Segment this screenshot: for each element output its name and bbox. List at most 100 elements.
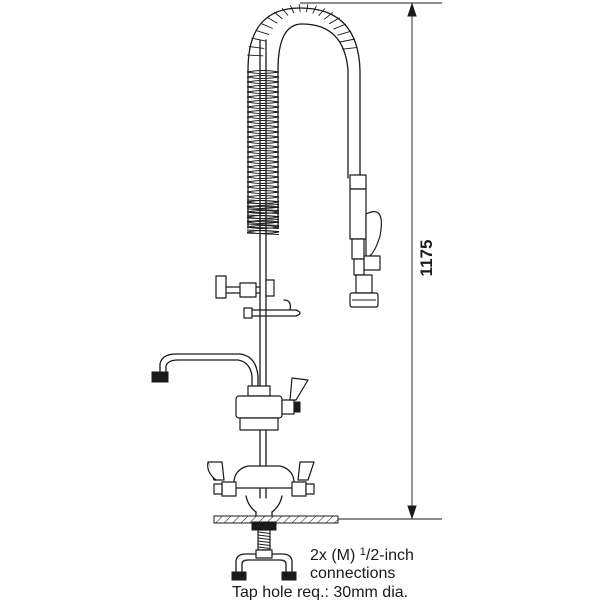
coil-turn — [246, 160, 280, 164]
coil-turn — [246, 211, 280, 214]
arrow-up-icon — [407, 2, 417, 17]
arrow-down-icon — [407, 505, 417, 520]
bracket-clamp — [239, 282, 257, 298]
coil-turn — [246, 115, 280, 119]
coil-turn — [246, 202, 280, 205]
wall-bracket — [215, 275, 275, 299]
coil-turn — [246, 210, 280, 214]
coil-turn — [246, 226, 280, 229]
coil-turn — [246, 229, 280, 232]
left-lever-handle — [207, 461, 225, 481]
left-valve-cap — [213, 483, 223, 495]
wall-bracket-plate — [215, 275, 227, 299]
thread-line — [257, 534, 271, 537]
coil-turn — [246, 195, 280, 199]
mixer-body — [233, 465, 295, 489]
coil-turn — [306, 4, 309, 13]
bridge-tee — [255, 549, 273, 559]
coil-turn — [246, 220, 280, 223]
coil-turn — [246, 125, 280, 129]
coil-turn — [323, 12, 333, 20]
coil-turn — [246, 205, 280, 208]
coil-turn — [246, 170, 280, 174]
coil-turn — [333, 23, 347, 30]
coil-turn — [328, 17, 340, 25]
coil-turn — [246, 150, 280, 154]
thread-line — [257, 531, 271, 534]
swing-spout — [151, 353, 309, 431]
height-label: 1175 — [417, 240, 436, 277]
tailpiece — [231, 521, 297, 581]
coil-turn — [246, 232, 280, 235]
coil-turn — [260, 22, 273, 29]
mixing-valve-body — [235, 395, 283, 419]
coil-turn — [246, 208, 280, 211]
coil-turn — [312, 5, 317, 14]
base-mixer — [207, 461, 315, 517]
spout-collar — [247, 385, 271, 397]
coil-turn — [340, 38, 355, 43]
coil-turn — [251, 37, 267, 42]
coil-turn — [266, 16, 278, 24]
left-connection — [231, 571, 247, 581]
tap-hole-note: Tap hole req.: 30mm dia. — [232, 584, 408, 600]
coil-turn — [246, 175, 280, 179]
spray-trigger-lever — [365, 211, 382, 259]
coil-turn — [248, 46, 265, 49]
coil-turn — [246, 220, 280, 224]
spray-handle-body — [349, 188, 367, 240]
coil-turn — [246, 80, 280, 84]
valve-cartridge — [281, 399, 295, 415]
coil-turn — [341, 46, 358, 50]
coil-turn — [337, 30, 352, 36]
lock-nut — [251, 521, 277, 531]
coil-turn — [246, 135, 280, 139]
coil-turn — [273, 11, 283, 20]
thread-line — [257, 546, 271, 549]
coil-turn — [246, 205, 280, 209]
coil-turn — [246, 70, 280, 74]
coil-turn — [246, 85, 280, 89]
right-lever-handle — [297, 461, 315, 481]
coil-turn — [246, 165, 280, 169]
coil-turn — [246, 75, 280, 79]
coil-turn — [298, 4, 301, 13]
coil-turn — [246, 130, 280, 134]
coil-turn — [246, 120, 280, 124]
spout-aerator — [151, 371, 169, 383]
coil-turn — [246, 223, 280, 226]
coil-turn — [246, 199, 280, 202]
coil-turn — [281, 7, 289, 16]
coil-turn — [318, 8, 326, 17]
coil-turn — [246, 105, 280, 109]
spray-valve-body — [351, 238, 365, 260]
thread-line — [257, 537, 271, 540]
spray-nozzle-stem — [355, 274, 373, 294]
valve-stem — [293, 401, 301, 413]
valve-lower-collar — [239, 417, 279, 431]
coil-turn — [246, 180, 280, 184]
shank-threads — [257, 531, 271, 549]
coil-turn — [246, 214, 280, 217]
connections-line2: connections — [310, 565, 395, 582]
hose-collar — [349, 174, 367, 190]
coil-turn — [247, 54, 264, 57]
right-connection — [281, 571, 297, 581]
right-valve-bonnet — [291, 481, 307, 497]
thread-line — [257, 540, 271, 543]
connection-note: 2x (M) 1/2-inch connections Tap hole req… — [232, 546, 414, 600]
bracket-screw — [265, 279, 275, 297]
spring-and-hose — [246, 4, 361, 235]
coil-turn — [246, 155, 280, 159]
coil-turn — [246, 145, 280, 149]
coil-turn — [246, 100, 280, 104]
spout-lever-handle — [289, 377, 309, 401]
left-lever-tip — [207, 461, 217, 481]
hook-clamp — [243, 307, 253, 319]
left-valve-bonnet — [221, 481, 237, 497]
spray-valve-cap — [363, 255, 381, 271]
coil-turn — [246, 185, 280, 189]
spray-hook — [243, 299, 301, 319]
right-valve-cap — [305, 483, 315, 495]
